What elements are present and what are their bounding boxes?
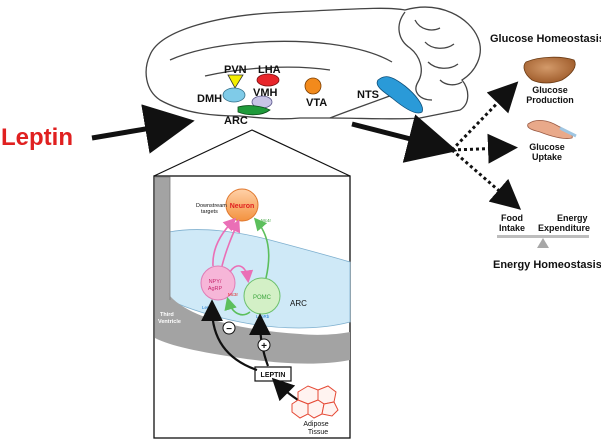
leptin-arrow xyxy=(91,104,195,154)
npy-label-line2: AgRP xyxy=(208,286,223,292)
activate-sign: + xyxy=(261,341,267,352)
energy-expenditure-line2: Expenditure xyxy=(538,223,590,233)
inset-projection xyxy=(153,129,351,177)
arc-shape xyxy=(237,105,271,116)
energy-expenditure-line1: Energy xyxy=(557,213,588,223)
glucose-homeostasis-title: Glucose Homeostasis xyxy=(490,33,601,45)
neuron-label: Neuron xyxy=(230,203,255,210)
third-ventricle-line1: Third xyxy=(160,312,174,318)
glucose-uptake-line2: Uptake xyxy=(532,152,562,162)
balance-fulcrum xyxy=(537,238,549,248)
muscle-icon xyxy=(527,120,573,139)
adipose-line2: Tissue xyxy=(308,429,328,436)
neuron-cell xyxy=(225,188,259,222)
branch-arrows xyxy=(450,81,522,210)
output-arrow xyxy=(351,114,458,163)
liver-icon xyxy=(523,56,576,84)
lha-ellipse xyxy=(256,73,280,87)
label-dmh: DMH xyxy=(197,93,222,105)
label-pvn: PVN xyxy=(224,64,247,76)
label-vta: VTA xyxy=(306,97,327,109)
balance-beam xyxy=(497,235,589,238)
label-arc: ARC xyxy=(224,115,248,127)
third-ventricle-line2: Ventricle xyxy=(158,319,181,325)
label-nts: NTS xyxy=(357,89,379,101)
pvn-triangle xyxy=(227,74,244,89)
glucose-production-line1: Glucose xyxy=(532,85,568,95)
leprb-left-label: LepRb xyxy=(202,305,216,310)
label-lha: LHA xyxy=(258,64,281,76)
label-vmh: VMH xyxy=(253,87,278,99)
leptin-title: Leptin xyxy=(1,124,73,151)
pomc-label: POMC xyxy=(253,295,272,301)
vta-circle xyxy=(304,77,322,95)
glucose-production-line2: Production xyxy=(526,95,574,105)
activate-circle xyxy=(257,338,271,352)
npy-label-line1: NPY/ xyxy=(209,279,222,285)
leprb-right-label: LepRb xyxy=(256,314,270,319)
dmh-ellipse xyxy=(222,87,246,103)
inhibit-circle xyxy=(222,321,236,335)
food-intake-line1: Food xyxy=(501,213,523,223)
energy-homeostasis-title: Energy Homeostasis xyxy=(493,259,601,271)
nts-shape xyxy=(376,76,423,114)
mc3r-label: Mc3r xyxy=(228,292,239,297)
muscle-tendon xyxy=(559,126,577,138)
brain-nuclei xyxy=(222,73,423,116)
glucose-uptake-line1: Glucose xyxy=(529,142,565,152)
inset-content: Neuron Downstream targets Mc4r NPY/ AgRP… xyxy=(155,176,351,436)
arc-region-label: ARC xyxy=(290,299,307,308)
leptin-box-label: LEPTIN xyxy=(261,372,286,379)
inhibit-sign: − xyxy=(226,324,232,335)
mc4r-top-label: Mc4r xyxy=(261,218,272,223)
downstream-line2: targets xyxy=(201,209,218,215)
downstream-line1: Downstream xyxy=(196,203,227,209)
food-intake-line2: Intake xyxy=(499,223,525,233)
adipose-icon xyxy=(291,385,339,419)
adipose-line1: Adipose xyxy=(303,421,328,428)
